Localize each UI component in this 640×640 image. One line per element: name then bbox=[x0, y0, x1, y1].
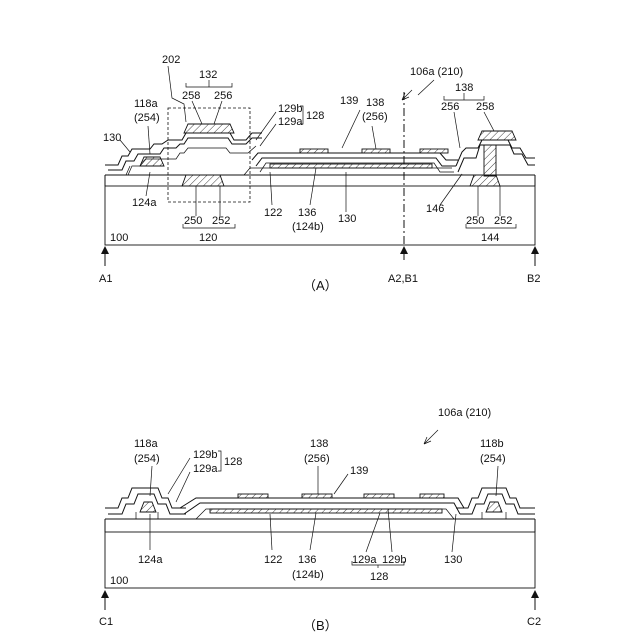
label-a1: A1 bbox=[99, 273, 112, 285]
label-128-bottom: 128 bbox=[370, 571, 388, 583]
electrode-118b bbox=[486, 502, 502, 512]
label-258-right: 258 bbox=[476, 101, 494, 113]
label-144: 144 bbox=[481, 232, 499, 244]
label-118a: 118a bbox=[134, 98, 159, 110]
label-256-left: 256 bbox=[214, 90, 232, 102]
label-128: 128 bbox=[306, 110, 324, 122]
label-130-b: 130 bbox=[444, 554, 462, 566]
electrode-118a bbox=[140, 157, 164, 166]
pad-138-b-3 bbox=[364, 494, 394, 498]
figure-a: 202 132 258 256 118a (254) 130 129b 129a… bbox=[99, 54, 540, 293]
label-118a-b: 118a bbox=[134, 438, 159, 450]
label-138-b: 138 bbox=[310, 438, 328, 450]
label-250-right: 250 bbox=[466, 215, 484, 227]
label-252-right: 252 bbox=[494, 215, 512, 227]
label-256-mid: (256) bbox=[362, 111, 388, 123]
electrode-118a-b bbox=[140, 502, 156, 512]
label-202: 202 bbox=[162, 54, 180, 66]
label-136-b: 136 bbox=[298, 554, 316, 566]
label-122-b: 122 bbox=[264, 554, 282, 566]
label-258-left: 258 bbox=[182, 90, 200, 102]
label-129a-bottom: 129a bbox=[352, 554, 377, 566]
figure-b: 106a (210) 118a (254) 129b 129a 128 138 … bbox=[99, 407, 541, 633]
label-106a-a: 106a (210) bbox=[410, 66, 463, 78]
label-124b-a: (124b) bbox=[292, 221, 324, 233]
label-132: 132 bbox=[199, 69, 217, 81]
label-129b-b: 129b bbox=[193, 449, 217, 461]
label-122-a: 122 bbox=[264, 207, 282, 219]
label-139-b: 139 bbox=[350, 465, 368, 477]
label-252-left: 252 bbox=[212, 215, 230, 227]
label-146: 146 bbox=[426, 203, 444, 215]
label-100-a: 100 bbox=[110, 232, 128, 244]
label-256-b: (256) bbox=[304, 453, 330, 465]
electrode-138-right bbox=[478, 131, 516, 140]
label-256-right: 256 bbox=[441, 101, 459, 113]
channel-136-b bbox=[210, 509, 442, 513]
label-254b: (254) bbox=[480, 453, 506, 465]
electrode-132 bbox=[184, 124, 234, 133]
label-129a-b: 129a bbox=[193, 463, 218, 475]
label-129b: 129b bbox=[278, 103, 302, 115]
label-c1: C1 bbox=[99, 616, 113, 628]
label-128-b: 128 bbox=[224, 456, 242, 468]
caption-b: （B） bbox=[303, 618, 338, 633]
label-254-left: (254) bbox=[134, 112, 160, 124]
label-129a: 129a bbox=[278, 116, 303, 128]
label-a2-b1: A2,B1 bbox=[388, 273, 418, 285]
label-250-left: 250 bbox=[184, 215, 202, 227]
label-118b: 118b bbox=[480, 438, 504, 450]
label-106a-b: 106a (210) bbox=[438, 407, 491, 419]
via-146 bbox=[484, 145, 496, 176]
label-120: 120 bbox=[199, 232, 217, 244]
pad-138-3 bbox=[420, 149, 448, 153]
label-100-b: 100 bbox=[110, 575, 128, 587]
channel-136 bbox=[270, 164, 432, 168]
label-136-a: 136 bbox=[298, 207, 316, 219]
label-124a-b: 124a bbox=[138, 554, 163, 566]
label-139: 139 bbox=[340, 95, 358, 107]
label-c2: C2 bbox=[527, 616, 541, 628]
label-b2: B2 bbox=[527, 273, 540, 285]
label-129b-bottom: 129b bbox=[382, 554, 406, 566]
label-124a-a: 124a bbox=[132, 197, 157, 209]
label-254a-b: (254) bbox=[134, 453, 160, 465]
label-124b-b: (124b) bbox=[292, 569, 324, 581]
label-138-right: 138 bbox=[455, 82, 473, 94]
gate-electrode-120 bbox=[182, 175, 224, 186]
pad-138-b-1 bbox=[238, 494, 268, 498]
gate-electrode-144 bbox=[470, 175, 500, 186]
label-138-mid: 138 bbox=[366, 97, 384, 109]
label-130-bottom: 130 bbox=[338, 213, 356, 225]
caption-a: （A） bbox=[303, 278, 338, 293]
pad-138-b-4 bbox=[420, 494, 444, 498]
pad-138-2 bbox=[362, 149, 390, 153]
label-130-left: 130 bbox=[103, 132, 121, 144]
pad-138-b-2 bbox=[302, 494, 332, 498]
pad-138-1 bbox=[300, 149, 328, 153]
